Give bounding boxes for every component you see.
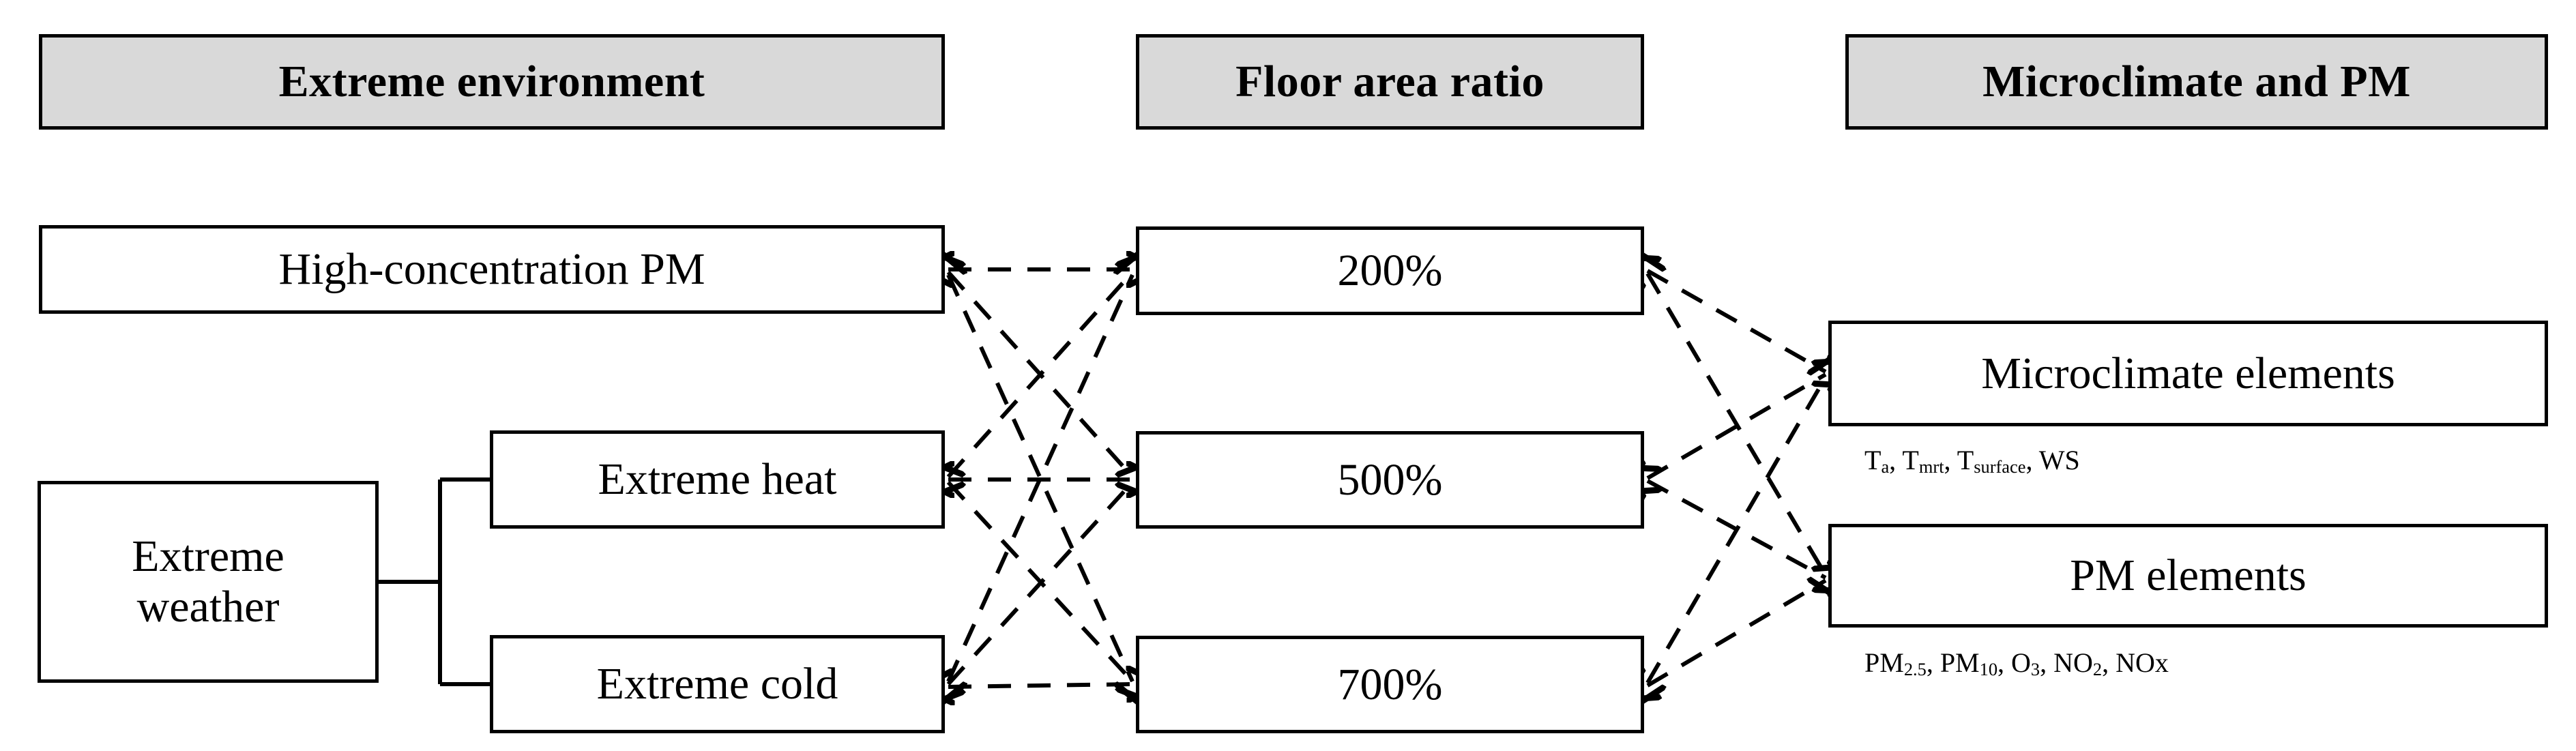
- node-pm-elements[interactable]: PM elements: [1828, 524, 2548, 628]
- node-label: Microclimate elements: [1981, 348, 2395, 398]
- node-far-200[interactable]: 200%: [1136, 226, 1644, 315]
- link-700-pm: [1648, 580, 1826, 686]
- link-heat-700: [948, 482, 1132, 681]
- node-label: 500%: [1337, 454, 1443, 505]
- node-far-700[interactable]: 700%: [1136, 636, 1644, 733]
- node-label: High-concentration PM: [278, 244, 705, 295]
- link-cold-200: [948, 275, 1132, 681]
- node-high-concentration-pm[interactable]: High-concentration PM: [39, 225, 945, 314]
- link-pm-700: [948, 275, 1132, 681]
- link-700-microclimate: [1648, 377, 1826, 683]
- link-200-pm: [1648, 274, 1826, 575]
- link-200-microclimate: [1648, 271, 1826, 372]
- link-500-microclimate: [1648, 374, 1826, 478]
- node-extreme-heat[interactable]: Extreme heat: [490, 430, 945, 529]
- node-label: Extreme weather: [132, 531, 284, 632]
- node-extreme-cold[interactable]: Extreme cold: [490, 635, 945, 733]
- far-to-outcomes-links: [1648, 271, 1826, 686]
- link-pm-500: [948, 272, 1132, 477]
- link-heat-200: [948, 272, 1132, 477]
- node-label: 200%: [1337, 246, 1443, 296]
- node-microclimate-elements[interactable]: Microclimate elements: [1828, 321, 2548, 426]
- node-label: 700%: [1337, 659, 1443, 709]
- column-header-microclimate-and-pm: Microclimate and PM: [1845, 34, 2548, 130]
- env-to-far-links: [948, 269, 1132, 687]
- column-header-label: Floor area ratio: [1235, 57, 1545, 107]
- node-far-500[interactable]: 500%: [1136, 431, 1644, 529]
- node-label: Extreme cold: [596, 659, 838, 709]
- column-header-label: Extreme environment: [278, 57, 705, 107]
- link-cold-500: [948, 482, 1132, 684]
- link-500-pm: [1648, 481, 1826, 578]
- column-header-extreme-environment: Extreme environment: [39, 34, 945, 130]
- pm-variables: PM2.5, PM10, O3, NO2, NOx: [1864, 647, 2169, 679]
- weather-bracket: [379, 477, 490, 686]
- column-header-label: Microclimate and PM: [1982, 57, 2411, 107]
- node-label: PM elements: [2070, 550, 2307, 601]
- link-cold-700: [948, 684, 1132, 687]
- node-label: Extreme heat: [598, 454, 837, 505]
- column-header-floor-area-ratio: Floor area ratio: [1136, 34, 1644, 130]
- microclimate-variables: Ta, Tmrt, Tsurface, WS: [1864, 445, 2080, 477]
- node-extreme-weather[interactable]: Extreme weather: [38, 481, 379, 683]
